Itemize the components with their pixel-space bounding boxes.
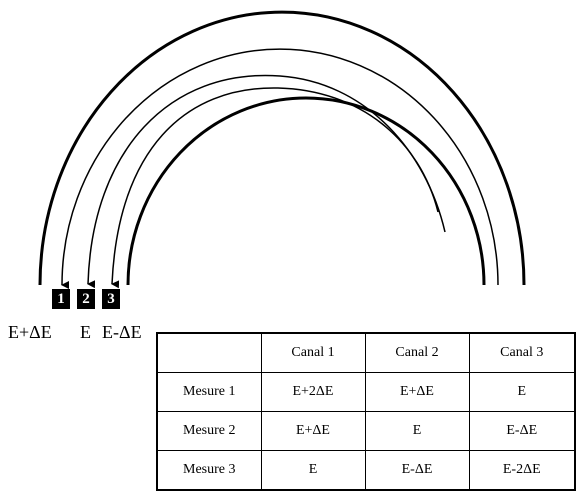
table-header-row: Canal 1 Canal 2 Canal 3: [156, 332, 576, 373]
column-header-canal-2: Canal 2: [364, 332, 470, 373]
table-cell: E: [468, 372, 576, 412]
trajectory-3: [111, 87, 439, 289]
channel-box-2: 2: [77, 289, 95, 309]
table-cell: E: [364, 411, 470, 451]
trajectory-2: [87, 74, 446, 289]
row-label-mesure-2: Mesure 2: [156, 411, 262, 451]
row-label-mesure-3: Mesure 3: [156, 450, 262, 491]
channel-number-2: 2: [82, 291, 90, 307]
table-cell: E-2ΔE: [468, 450, 576, 491]
table-cell: E: [260, 450, 366, 491]
row-label-mesure-1: Mesure 1: [156, 372, 262, 412]
table-cell: E+ΔE: [260, 411, 366, 451]
column-header-canal-1: Canal 1: [260, 332, 366, 373]
table-cell: E+ΔE: [364, 372, 470, 412]
channel-box-3: 3: [102, 289, 120, 309]
channel-number-3: 3: [107, 291, 115, 307]
channel-box-1: 1: [52, 289, 70, 309]
column-header-canal-3: Canal 3: [468, 332, 576, 373]
outer-hemisphere: [38, 10, 526, 286]
trajectory-1: [61, 48, 499, 290]
inner-hemisphere: [126, 96, 486, 286]
table-cell: E-ΔE: [468, 411, 576, 451]
energy-label-3: E-ΔE: [102, 322, 142, 342]
table-row: Mesure 2 E+ΔE E E-ΔE: [156, 411, 576, 451]
table-cell: E-ΔE: [364, 450, 470, 491]
measurement-table: Canal 1 Canal 2 Canal 3 Mesure 1 E+2ΔE E…: [156, 332, 576, 491]
table-cell: E+2ΔE: [260, 372, 366, 412]
energy-label-2: E: [80, 322, 91, 342]
table-row: Mesure 3 E E-ΔE E-2ΔE: [156, 450, 576, 491]
table-row: Mesure 1 E+2ΔE E+ΔE E: [156, 372, 576, 412]
table-corner-cell: [156, 332, 262, 373]
energy-label-1: E+ΔE: [8, 322, 52, 342]
channel-number-1: 1: [57, 291, 65, 307]
